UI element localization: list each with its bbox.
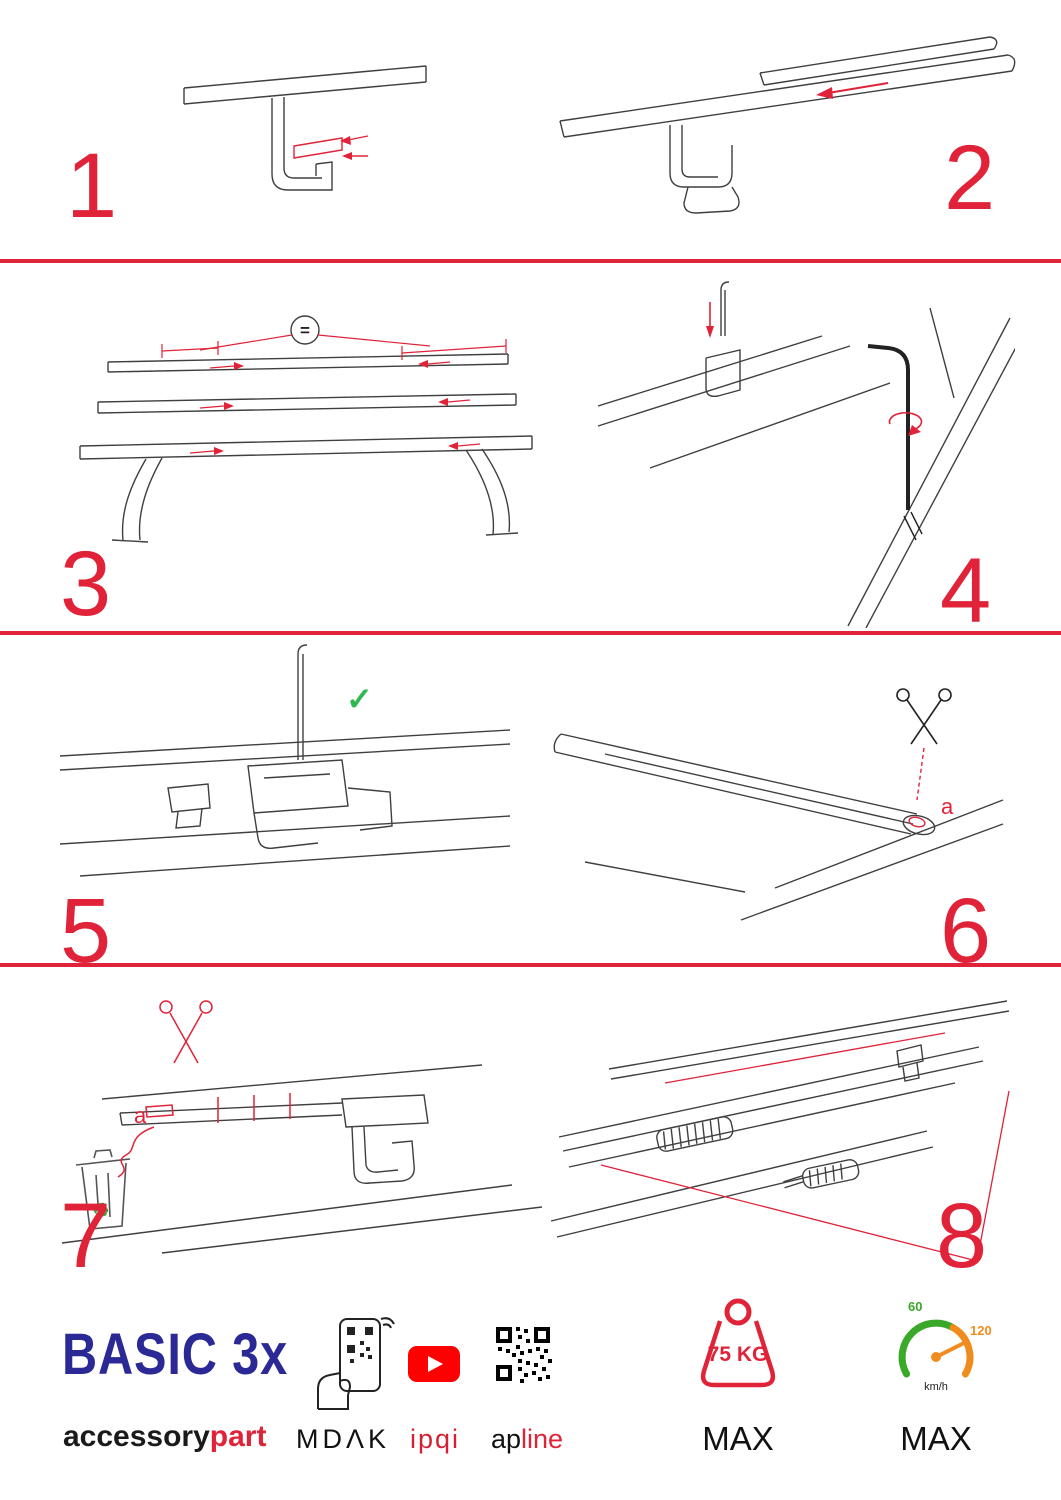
roof-drawing: [597, 281, 1015, 628]
section-divider-1: [0, 259, 1061, 263]
step-2-illustration: [520, 25, 1020, 225]
cut-annotations: [908, 747, 926, 828]
red-pad-annotation: [293, 135, 369, 159]
qr-code: [492, 1323, 554, 1385]
alignment-annotations: [600, 1032, 1010, 1262]
equal-spacing-badge: [290, 315, 320, 345]
speed-120-label: 120: [970, 1323, 992, 1338]
speed-unit-label: km/h: [924, 1381, 948, 1393]
strip-drawing: [553, 733, 1004, 921]
youtube-icon: [408, 1345, 460, 1383]
step-8-illustration: [545, 985, 1023, 1290]
brand-logo: accessorypart: [63, 1420, 266, 1453]
brand-name-part1: accessory: [63, 1420, 210, 1453]
step-5-illustration: ✓: [50, 638, 520, 906]
rail-drawing: [183, 65, 427, 191]
step-5-number: 5: [60, 880, 112, 982]
step-6-number: 6: [940, 880, 992, 982]
phone-qr-icon: [310, 1315, 395, 1410]
section-divider-3: [0, 963, 1061, 967]
dimension-annotations: [161, 334, 507, 454]
rails-drawing: [550, 1000, 1010, 1238]
label-a: a: [134, 1103, 147, 1128]
step-2-number: 2: [944, 127, 996, 229]
apline-logo: apline: [491, 1424, 563, 1455]
apline-part2: line: [521, 1424, 564, 1454]
speed-60-label: 60: [908, 1299, 922, 1314]
section-divider-2: [0, 631, 1061, 635]
insert-rotate-annotations: [709, 302, 923, 431]
rack-drawing: [79, 315, 533, 543]
ipqi-logo: ipqi: [410, 1424, 461, 1454]
trim-drawing: [61, 1064, 542, 1254]
mdak-logo: MDΛK: [296, 1424, 391, 1454]
step-4-illustration: [590, 278, 1015, 628]
allen-key-icon: [867, 344, 923, 541]
slide-arrow: [827, 82, 889, 94]
weight-value: 75 KG: [708, 1343, 769, 1366]
cut-discard-annotations: [117, 1000, 291, 1178]
step-7-number: 7: [60, 1185, 112, 1287]
step-6-illustration: a: [545, 682, 1005, 925]
scissors-icon: [896, 688, 952, 745]
recycle-icon: ♻: [92, 1200, 110, 1222]
apline-part1: ap: [491, 1424, 522, 1454]
brand-name-part2: part: [209, 1420, 267, 1453]
step-8-number: 8: [936, 1185, 988, 1287]
bar-drawing: [559, 36, 1016, 214]
step-1-illustration: [170, 50, 440, 235]
step-3-number: 3: [60, 533, 112, 635]
step-1-number: 1: [66, 135, 118, 237]
equal-sign: =: [300, 321, 310, 340]
gauge-needle: [934, 1341, 966, 1359]
speedometer-icon: 60 120 km/h: [876, 1295, 996, 1407]
weight-max-label: MAX: [702, 1420, 774, 1457]
product-logo: BASIC 3x: [62, 1326, 331, 1384]
label-a: a: [941, 794, 954, 819]
weight-icon: 75 KG: [673, 1295, 803, 1410]
check-icon: ✓: [346, 681, 373, 717]
step-3-illustration: =: [50, 288, 560, 546]
step-4-number: 4: [940, 540, 992, 642]
product-name: BASIC 3x: [62, 1322, 289, 1387]
speed-max-label: MAX: [900, 1420, 972, 1457]
step-7-illustration: ♻ a: [42, 995, 542, 1255]
clamp-drawing: [59, 644, 511, 877]
